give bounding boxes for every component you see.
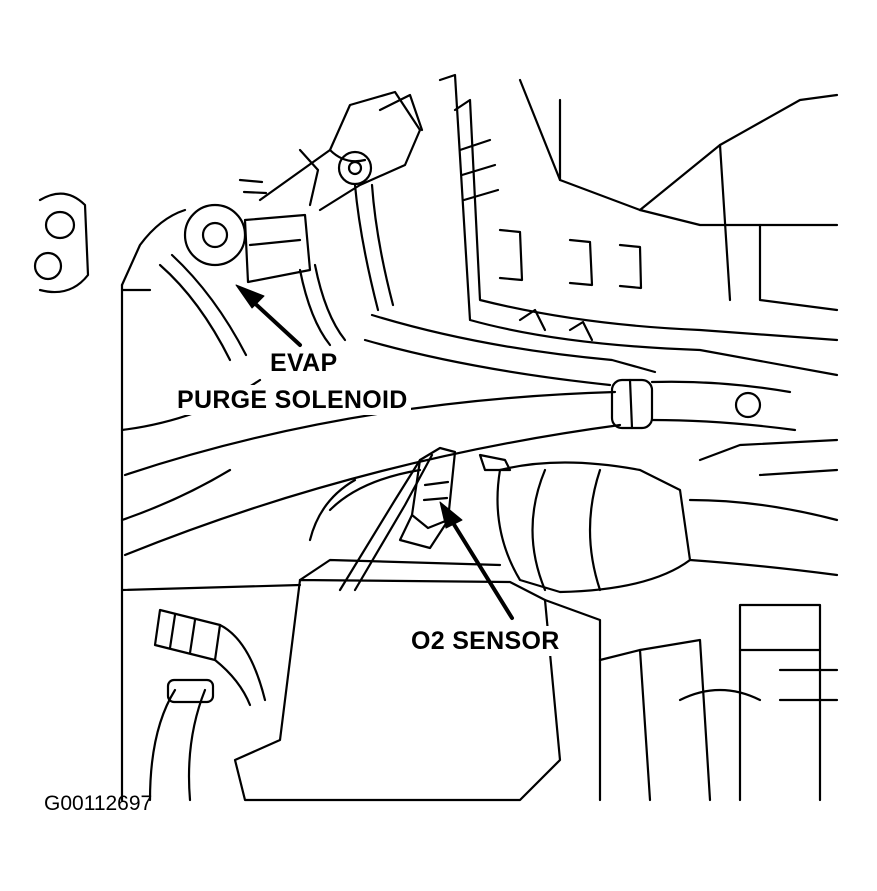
bracket-hole-lower [33, 251, 63, 281]
o2-sensor-label: O2 SENSOR [408, 626, 563, 656]
side-bracket [33, 192, 90, 294]
figure-code: G00112697 [44, 792, 153, 815]
solenoid-round-body [183, 203, 247, 267]
evap-leader-line [246, 295, 302, 347]
evap-arrowhead [235, 284, 265, 309]
o2-arrowhead [439, 501, 463, 529]
lower-engine-block [233, 558, 839, 802]
main-hose [123, 313, 797, 557]
catalytic-converter [496, 461, 692, 594]
leader-arrows [235, 284, 514, 620]
air-cleaner-housing [438, 73, 839, 477]
mounting-nut [337, 150, 373, 186]
bracket-hole-upper [44, 210, 76, 240]
evap-label-line1: EVAP [267, 348, 341, 378]
vacuum-hoses [158, 183, 395, 362]
o2-leader-line [448, 516, 514, 620]
evap-label-line2: PURGE SOLENOID [174, 385, 411, 415]
evap-purge-solenoid [183, 90, 424, 284]
lower-left-hoses [148, 608, 267, 802]
